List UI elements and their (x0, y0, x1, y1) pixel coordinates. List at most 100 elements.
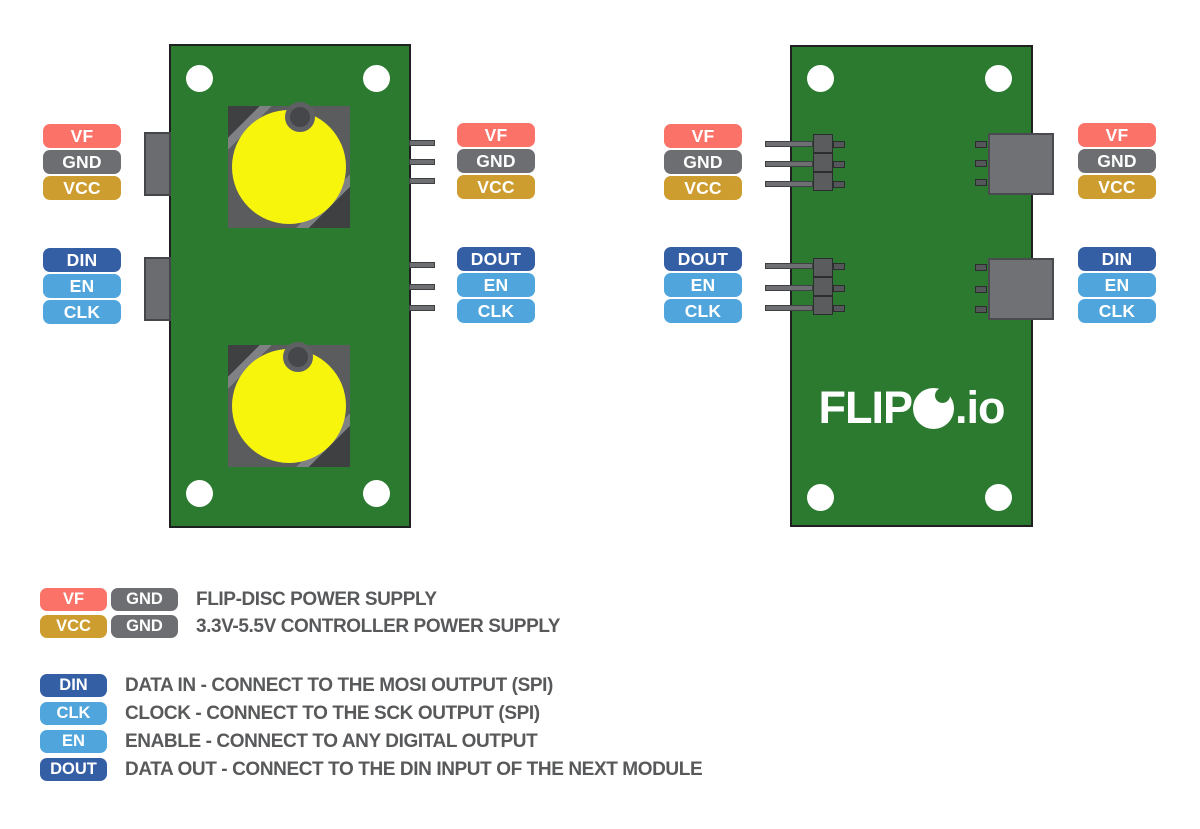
socket-connector-bottom (144, 257, 171, 321)
back-right-bottom-pin-labels: DIN EN CLK (1078, 247, 1156, 323)
pin-header-block (813, 258, 833, 277)
legend-text: DATA IN - CONNECT TO THE MOSI OUTPUT (SP… (125, 674, 553, 696)
mounting-hole (363, 480, 390, 507)
front-right-bottom-pin-labels: DOUT EN CLK (457, 247, 535, 323)
pin (409, 262, 435, 268)
pcb-back: FLIP .io (765, 45, 1054, 527)
badge-vf: VF (40, 588, 107, 611)
legend-text: DATA OUT - CONNECT TO THE DIN INPUT OF T… (125, 758, 703, 780)
legend-row-clk: CLK CLOCK - CONNECT TO THE SCK OUTPUT (S… (40, 702, 702, 725)
socket-connector-back-bottom (988, 258, 1054, 320)
legend-text: FLIP-DISC POWER SUPPLY (196, 588, 437, 610)
badge-gnd: GND (111, 615, 178, 638)
logo-text-suffix: .io (955, 382, 1005, 433)
badge-dout: DOUT (457, 247, 535, 271)
header-pin (765, 285, 813, 291)
back-left-bottom-pin-labels: DOUT EN CLK (664, 247, 742, 323)
mounting-hole (186, 480, 213, 507)
badge-din: DIN (1078, 247, 1156, 271)
badge-clk: CLK (1078, 299, 1156, 323)
pin-stub (833, 161, 845, 168)
pin-header-block (813, 296, 833, 315)
pin-stub (833, 263, 845, 270)
flip-disc-module-top (228, 102, 350, 228)
pin-stub (975, 179, 987, 186)
header-pin (765, 305, 813, 311)
badge-vf: VF (1078, 123, 1156, 147)
pin-stub (833, 181, 845, 188)
mounting-hole (985, 65, 1012, 92)
disc-pivot (285, 102, 315, 132)
mounting-hole (807, 65, 834, 92)
legend-row-vcc-gnd: VCC GND 3.3V-5.5V CONTROLLER POWER SUPPL… (40, 615, 560, 638)
badge-dout: DOUT (40, 758, 107, 781)
badge-vcc: VCC (457, 175, 535, 199)
badge-en: EN (664, 273, 742, 297)
badge-vcc: VCC (40, 615, 107, 638)
pin-stub (833, 141, 845, 148)
pin-stub (975, 306, 987, 313)
pin (409, 305, 435, 311)
badge-clk: CLK (457, 299, 535, 323)
legend-text: 3.3V-5.5V CONTROLLER POWER SUPPLY (196, 615, 561, 637)
socket-connector-top (144, 132, 171, 196)
badge-vf: VF (43, 124, 121, 148)
badge-clk: CLK (40, 702, 107, 725)
header-pin (765, 141, 813, 147)
pcb-front (144, 44, 435, 528)
flipo-io-logo: FLIP .io (792, 382, 1031, 433)
legend-text: CLOCK - CONNECT TO THE SCK OUTPUT (SPI) (125, 702, 540, 724)
badge-en: EN (43, 274, 121, 298)
badge-vcc: VCC (664, 176, 742, 200)
legend-row-en: EN ENABLE - CONNECT TO ANY DIGITAL OUTPU… (40, 730, 702, 753)
legend-row-vf-gnd: VF GND FLIP-DISC POWER SUPPLY (40, 588, 560, 611)
pin-header-block (813, 134, 833, 153)
badge-gnd: GND (457, 149, 535, 173)
front-left-top-pin-labels: VF GND VCC (43, 124, 121, 200)
header-pin (765, 263, 813, 269)
back-left-top-pin-labels: VF GND VCC (664, 124, 742, 200)
badge-vcc: VCC (1078, 175, 1156, 199)
socket-connector-back-top (988, 133, 1054, 195)
header-pin (765, 181, 813, 187)
badge-en: EN (40, 730, 107, 753)
pin-stub (975, 286, 987, 293)
front-right-top-pin-labels: VF GND VCC (457, 123, 535, 199)
disc-pivot (283, 342, 313, 372)
badge-gnd: GND (111, 588, 178, 611)
legend-signals: DIN DATA IN - CONNECT TO THE MOSI OUTPUT… (40, 674, 703, 781)
badge-gnd: GND (1078, 149, 1156, 173)
logo-disc-icon (913, 387, 954, 429)
mounting-hole (985, 484, 1012, 511)
pin (409, 159, 435, 165)
badge-en: EN (1078, 273, 1156, 297)
pin-stub (833, 305, 845, 312)
legend-row-dout: DOUT DATA OUT - CONNECT TO THE DIN INPUT… (40, 758, 703, 781)
badge-vcc: VCC (43, 176, 121, 200)
pin-stub (975, 141, 987, 148)
logo-text-prefix: FLIP (818, 382, 913, 433)
pin (409, 284, 435, 290)
pin (409, 178, 435, 184)
legend-text: ENABLE - CONNECT TO ANY DIGITAL OUTPUT (125, 730, 538, 752)
badge-gnd: GND (43, 150, 121, 174)
badge-vf: VF (457, 123, 535, 147)
pin-header-block (813, 153, 833, 172)
pin-stub (975, 264, 987, 271)
flip-disc (232, 110, 346, 224)
badge-vf: VF (664, 124, 742, 148)
badge-din: DIN (43, 248, 121, 272)
badge-en: EN (457, 273, 535, 297)
mounting-hole (186, 65, 213, 92)
flip-disc-module-bottom (228, 342, 350, 467)
badge-clk: CLK (43, 300, 121, 324)
back-right-top-pin-labels: VF GND VCC (1078, 123, 1156, 199)
pin-stub (833, 285, 845, 292)
mounting-hole (363, 65, 390, 92)
front-left-bottom-pin-labels: DIN EN CLK (43, 248, 121, 324)
logo-disc-pivot (935, 387, 950, 403)
pin (409, 140, 435, 146)
legend-power: VF GND FLIP-DISC POWER SUPPLY VCC GND 3.… (40, 588, 560, 638)
mounting-hole (807, 484, 834, 511)
badge-clk: CLK (664, 299, 742, 323)
